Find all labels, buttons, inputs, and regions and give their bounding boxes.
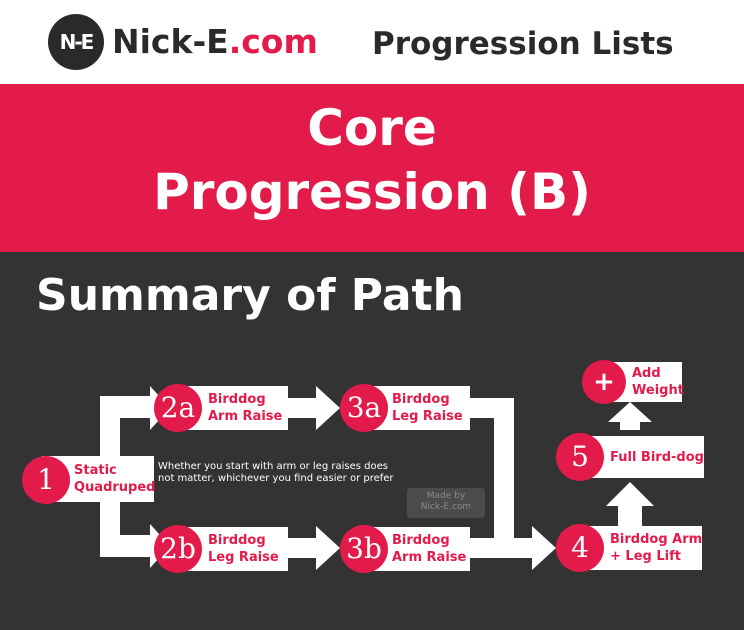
step-2a-badge: 2a	[154, 384, 202, 432]
arrow-5-to-plus	[608, 402, 652, 430]
step-2a-label-line-2: Arm Raise	[208, 409, 283, 424]
section-title: Summary of Path	[36, 270, 464, 321]
header-subtitle: Progression Lists	[372, 26, 674, 62]
watermark-line-1: Made by	[426, 491, 466, 501]
add-weight-badge: +	[582, 360, 626, 404]
add-weight-label-line-1: Add	[632, 366, 661, 381]
site-name-tld: .com	[228, 22, 318, 61]
arrow-4-to-5	[606, 482, 654, 528]
arrow-2b-to-3b	[288, 526, 340, 570]
banner-title-line-1: Core	[307, 99, 437, 157]
site-logo[interactable]: N-E	[48, 14, 104, 70]
step-2b-badge: 2b	[154, 525, 202, 573]
step-3a-label-line-2: Leg Raise	[392, 409, 463, 424]
step-3a-badge: 3a	[340, 384, 388, 432]
connector-3a-down	[494, 398, 514, 538]
step-1-label-line-2: Quadruped	[74, 480, 156, 495]
step-3b-label-line-2: Arm Raise	[392, 550, 467, 565]
add-weight-label-line-2: Weight	[632, 383, 684, 398]
step-4-label-line-2: + Leg Lift	[610, 549, 681, 564]
step-2a-label-line-1: Birddog	[208, 392, 266, 407]
path-note: Whether you start with arm or leg raises…	[158, 461, 394, 484]
step-1-label-line-1: Static	[74, 463, 117, 478]
step-5-badge: 5	[556, 433, 604, 481]
step-2b-label-line-1: Birddog	[208, 533, 266, 548]
header-bar: N-E Nick-E.com Progression Lists	[0, 0, 744, 84]
arrow-2a-to-3a	[288, 386, 340, 430]
arrow-1-to-2b	[100, 524, 170, 568]
arrow-3b-to-4	[470, 526, 556, 570]
site-name[interactable]: Nick-E.com	[112, 20, 318, 64]
logo-text: N-E	[59, 30, 95, 54]
step-4-badge: 4	[556, 524, 604, 572]
step-3b-badge: 3b	[340, 525, 388, 573]
step-3a-label-line-1: Birddog	[392, 392, 450, 407]
step-4-label-line-1: Birddog Arm	[610, 532, 703, 547]
title-banner: Core Progression (B)	[0, 84, 744, 252]
step-5-label: Full Bird-dog	[610, 450, 704, 465]
site-name-main: Nick-E	[112, 22, 229, 61]
step-2b-label-line-2: Leg Raise	[208, 550, 279, 565]
step-1-badge: 1	[22, 456, 70, 504]
banner-title-line-2: Progression (B)	[153, 163, 591, 221]
arrow-1-to-2a	[100, 386, 170, 430]
step-3b-label-line-1: Birddog	[392, 533, 450, 548]
watermark: Made by Nick-E.com	[407, 488, 485, 518]
watermark-line-2: Nick-E.com	[420, 502, 472, 512]
